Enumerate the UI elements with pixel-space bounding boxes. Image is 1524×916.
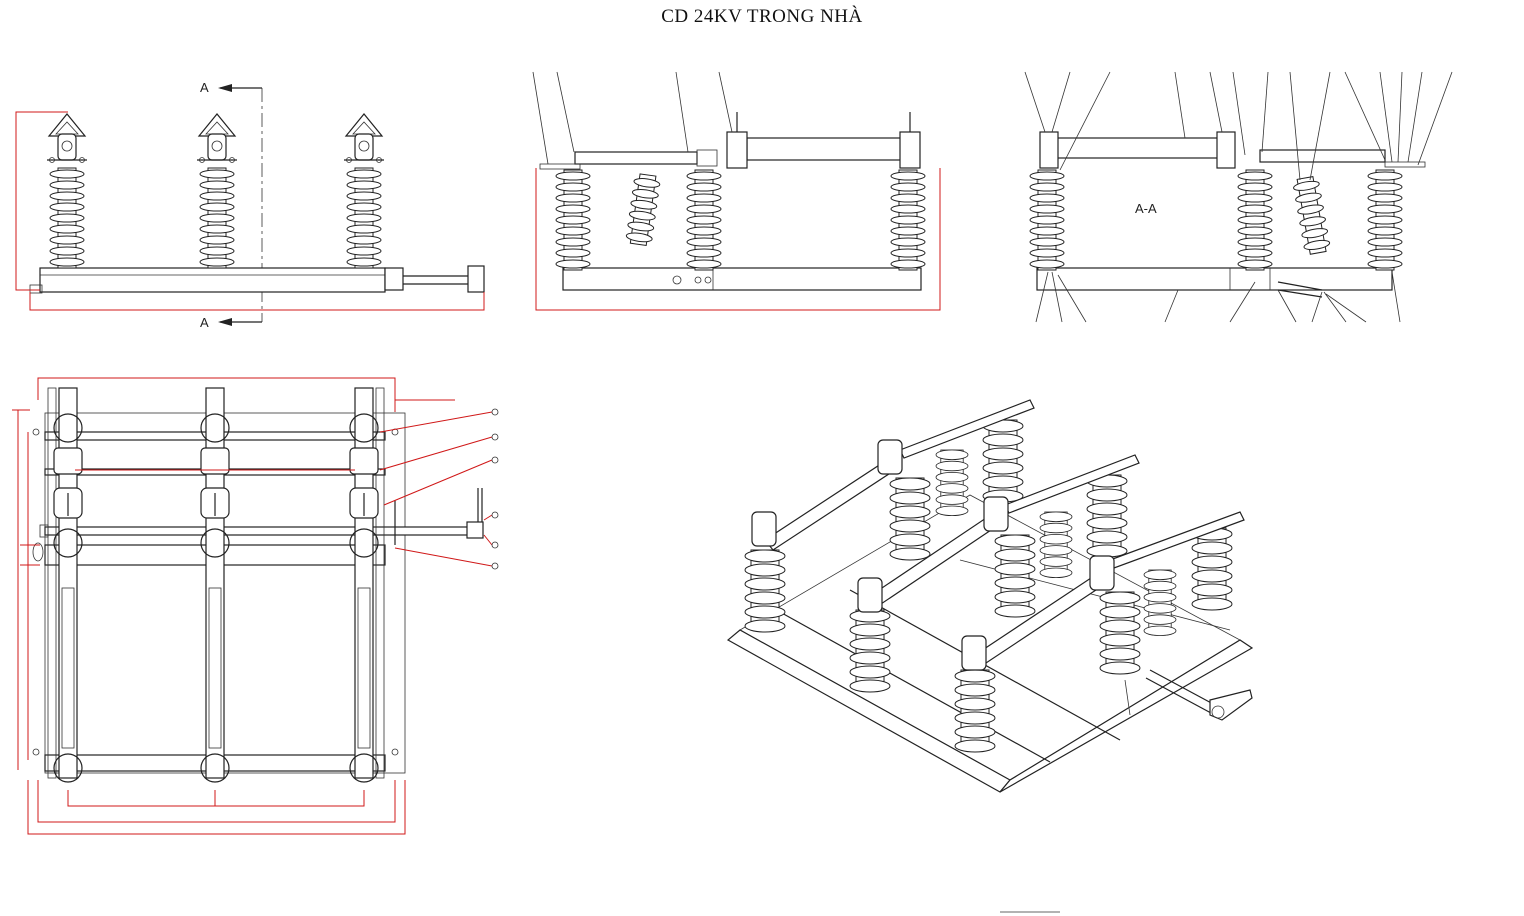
section-view: A-A [1024,71,1453,323]
section-marker-top: A [200,80,209,95]
section-view-label: A-A [1135,201,1157,216]
section-marker-bottom: A [200,315,209,330]
side-view [532,71,941,311]
isometric-view [726,399,1254,913]
plan-view [12,377,499,835]
front-view: A A [15,80,485,330]
drawing-title: CD 24KV TRONG NHÀ [661,6,863,27]
